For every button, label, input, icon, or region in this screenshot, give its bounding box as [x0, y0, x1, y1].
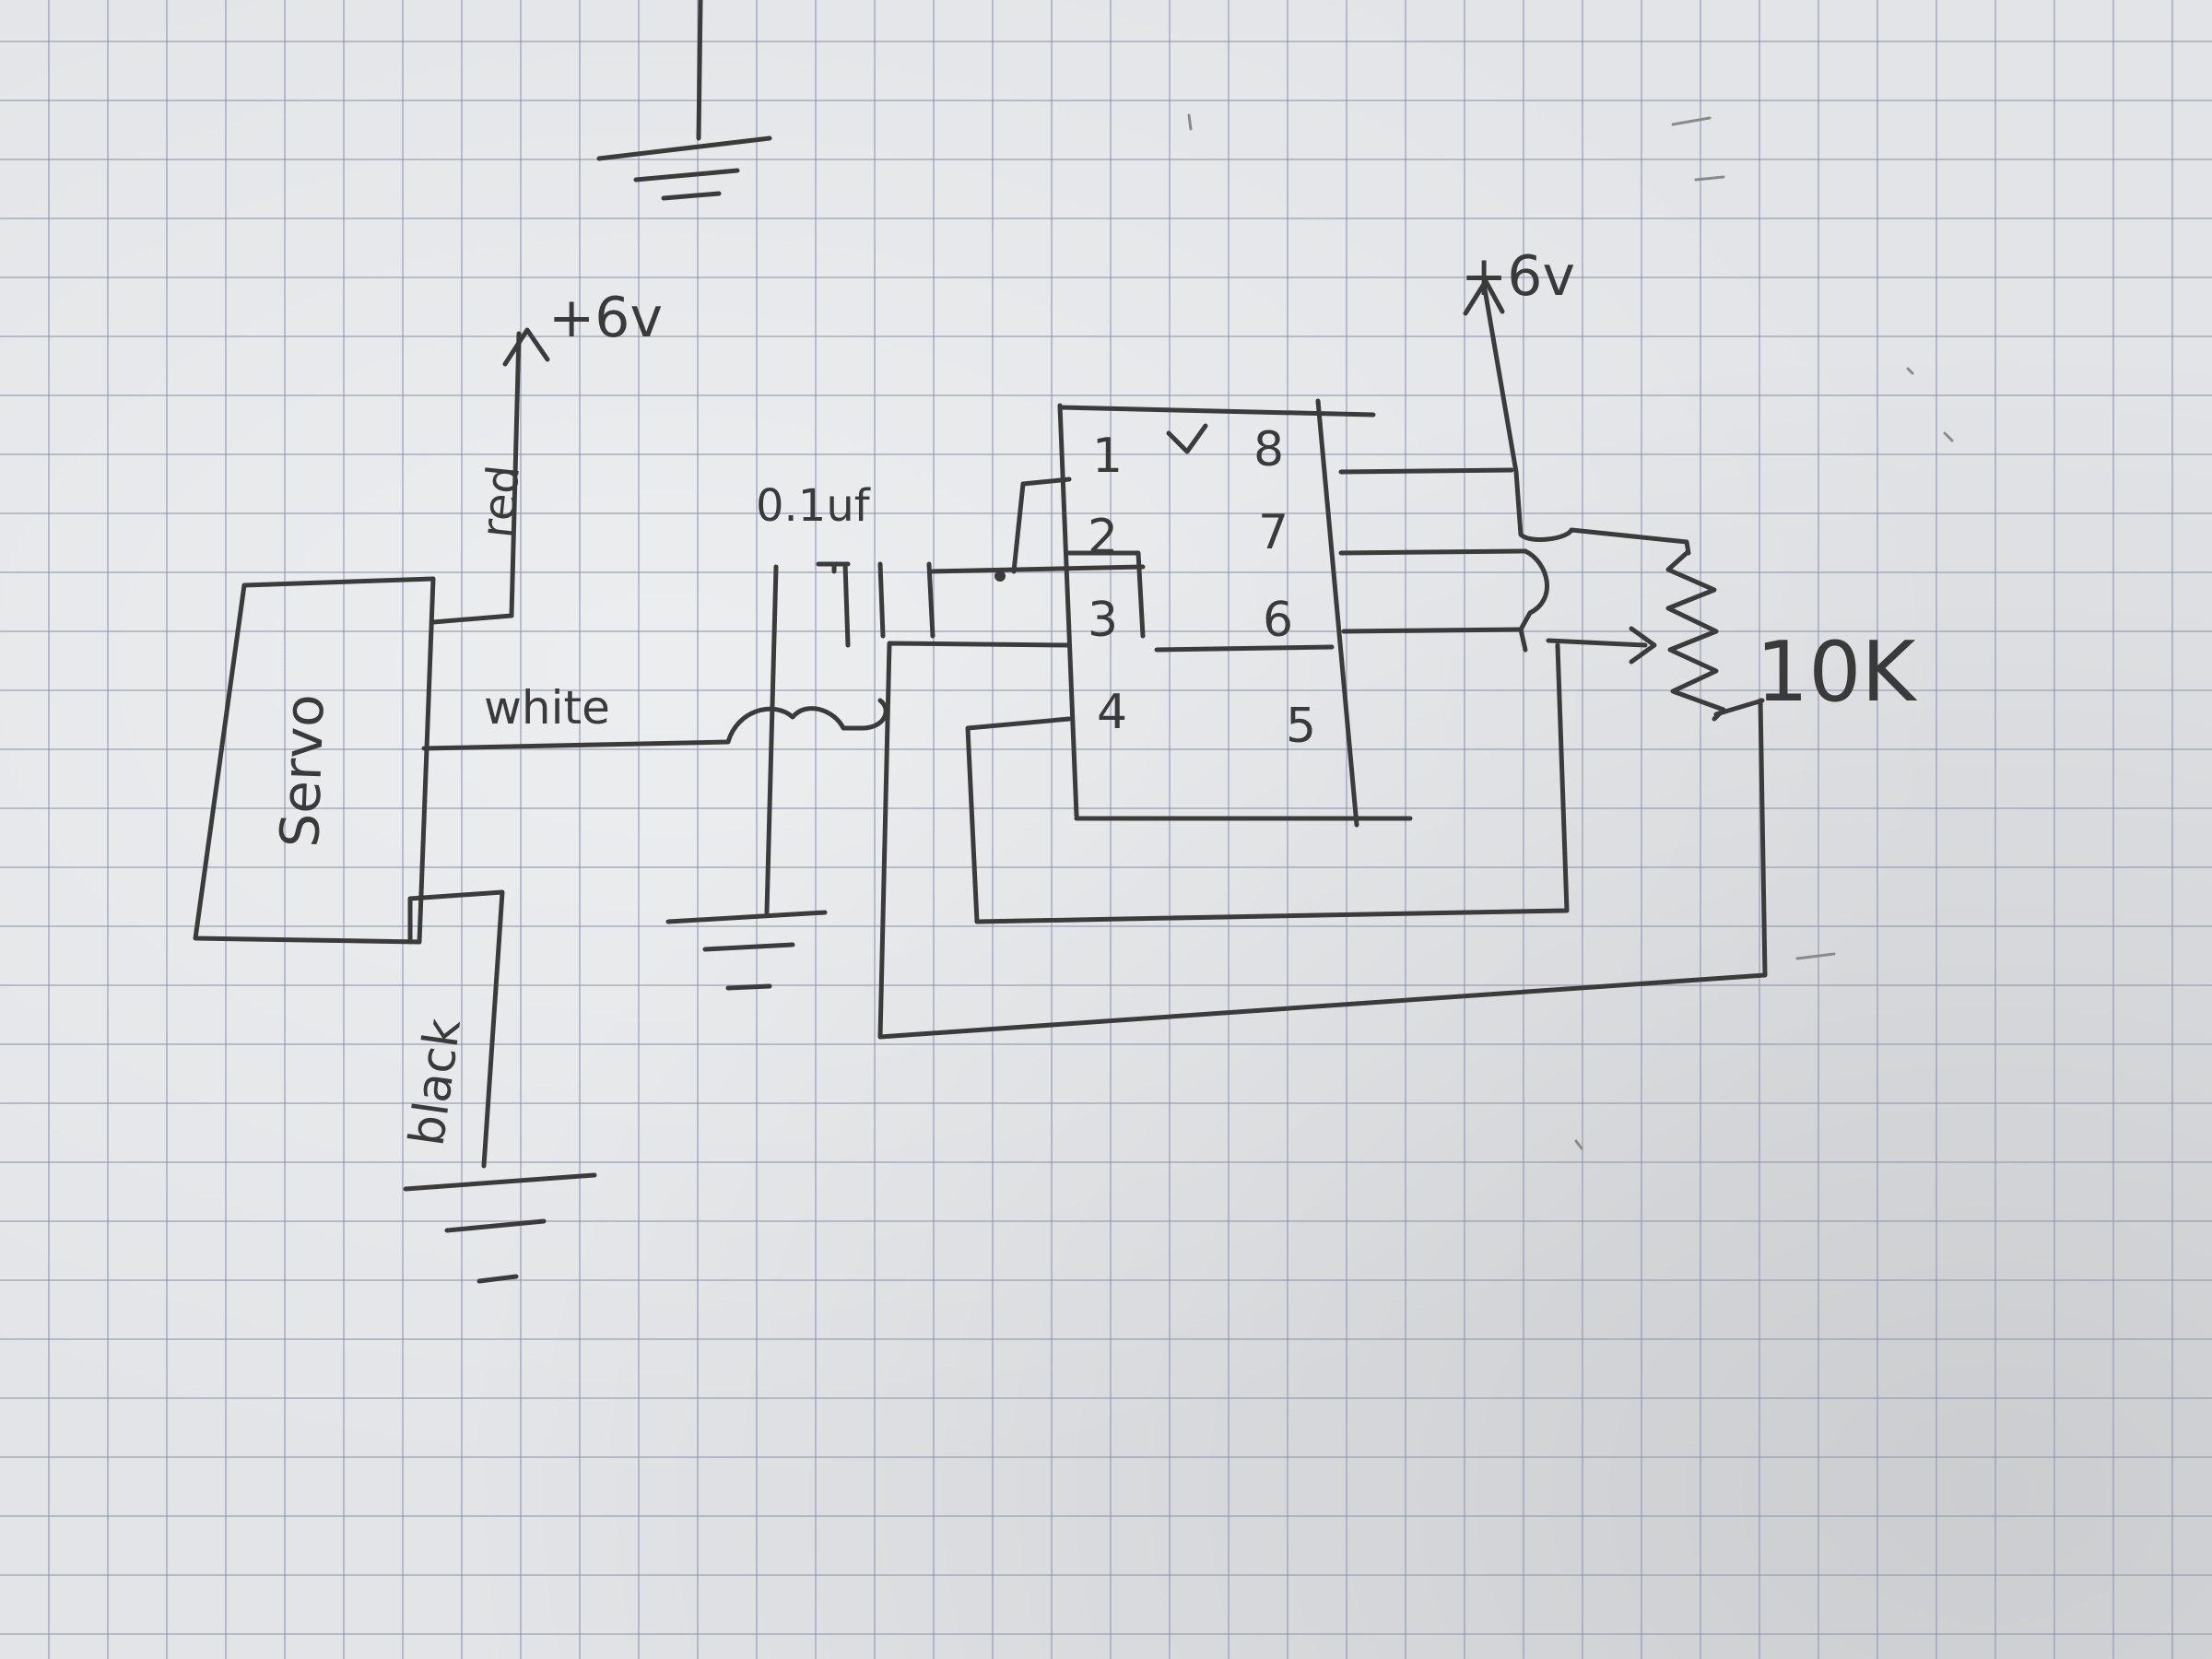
servo-label: Servo: [268, 693, 336, 848]
ic-chip-body: [1057, 398, 1413, 828]
pin-number-8: 8: [1253, 422, 1284, 477]
chip-supply-label: +6v: [1461, 244, 1575, 309]
right-pin-numbers: 8 7 6 5: [1253, 422, 1316, 754]
left-pin-numbers: 1 2 3 4: [1088, 429, 1127, 740]
potentiometer: [1546, 550, 1765, 722]
capacitor-label: 0.1uf: [756, 480, 871, 532]
pin-number-3: 3: [1088, 593, 1118, 648]
potentiometer-label: 10K: [1756, 624, 1918, 721]
trigger-threshold-wires: [877, 477, 1768, 1040]
white-wire-label: white: [484, 681, 610, 735]
white-wire: [421, 698, 888, 751]
red-wire: [430, 327, 550, 625]
pin-number-6: 6: [1263, 593, 1293, 648]
top-ground-symbol: [596, 0, 772, 201]
black-wire: [407, 889, 505, 1169]
servo-supply-label: +6v: [548, 286, 663, 350]
pin-number-7: 7: [1258, 505, 1288, 560]
pin-number-1: 1: [1092, 429, 1123, 484]
red-wire-label: red: [471, 463, 530, 540]
capacitor: [816, 561, 1146, 648]
pin-stubs: [965, 467, 1570, 924]
middle-ground-symbol: [665, 564, 828, 991]
black-wire-label: black: [399, 1016, 472, 1149]
chip-supply-wire: [1463, 278, 1691, 653]
pin-number-2: 2: [1088, 510, 1118, 565]
pin-number-5: 5: [1286, 699, 1316, 754]
bottom-left-ground-symbol: [403, 1172, 597, 1284]
servo-box: [193, 576, 436, 945]
stray-marks: [482, 113, 1954, 1283]
pin-number-4: 4: [1097, 685, 1127, 740]
